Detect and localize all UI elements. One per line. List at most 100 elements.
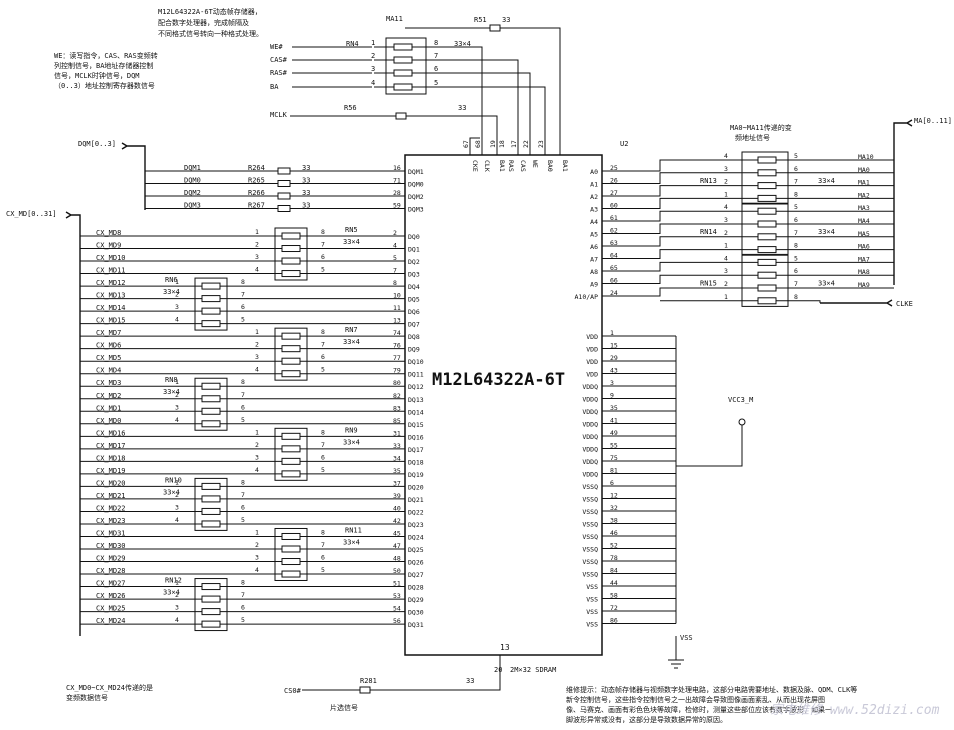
chip-left-pin-34: 54 — [393, 605, 401, 613]
cx-md-resistor-18 — [281, 457, 301, 465]
cx-md-net-2: CX_MD10 — [96, 254, 126, 262]
cx-md-resistor-21 — [201, 495, 221, 503]
chip-left-pin-29: 47 — [393, 542, 401, 550]
r56-label: R56 — [344, 104, 357, 112]
chip-left-pin-18: 83 — [393, 404, 401, 412]
chip-left-label-18: DQ14 — [408, 408, 424, 416]
cx-md-pin-a-1: 2 — [255, 241, 259, 249]
ma-wire-7 — [655, 249, 894, 259]
chip-left-label-5: DQ1 — [408, 246, 420, 254]
ma-pin-a-9: 3 — [724, 267, 728, 275]
rn5-value: 33×4 — [343, 238, 360, 246]
rn6-pack — [194, 277, 228, 331]
cx-md-pin-a-14: 3 — [175, 403, 179, 411]
ma-net-6: MA5 — [858, 230, 870, 238]
cx-md-resistor-20 — [201, 482, 221, 490]
rn10-pack — [194, 477, 228, 531]
dqm-res-value-2: 33 — [302, 189, 310, 197]
rn8-label: RN8 — [165, 376, 178, 384]
chip-left-pin-31: 50 — [393, 567, 401, 575]
chip-right-label-1: A1 — [590, 181, 598, 189]
chip-right-pin-6: 63 — [610, 239, 618, 247]
cx-md-net-20: CX_MD20 — [96, 479, 126, 487]
cx-md-pin-a-29: 2 — [175, 591, 179, 599]
chip-right-label-10: A10/AP — [575, 293, 599, 301]
clke-wire — [820, 299, 893, 307]
chip-right-pin-4: 61 — [610, 214, 618, 222]
cx-md-net-29: CX_MD26 — [96, 592, 126, 600]
chip-right-label-21: VDDQ — [582, 458, 598, 466]
chip-right-label-28: VSSQ — [582, 546, 598, 554]
rn7-value: 33×4 — [343, 338, 360, 346]
chip-left-pin-2: 28 — [393, 189, 401, 197]
chip-top-pin-3: 18 — [498, 140, 506, 148]
chip-right-pin-17: 35 — [610, 404, 618, 412]
cx-md-pin-a-8: 1 — [255, 328, 259, 336]
chip-right-label-15: VDDQ — [582, 383, 598, 391]
ma-resistor-4 — [757, 207, 777, 215]
ma-pin-b-1: 6 — [794, 165, 798, 173]
ma-pin-a-7: 1 — [724, 242, 728, 250]
rn4-element-2 — [393, 69, 413, 77]
chip-left-label-1: DQM0 — [408, 181, 424, 189]
cx-md-pin-b-2: 6 — [321, 253, 325, 261]
chip-left-label-4: DQ0 — [408, 233, 420, 241]
chip-left-pin-28: 45 — [393, 529, 401, 537]
ma-resistor-1 — [757, 169, 777, 177]
chip-right-label-14: VDD — [586, 371, 598, 379]
chip-left-label-24: DQ20 — [408, 483, 424, 491]
chip-right-pin-25: 32 — [610, 504, 618, 512]
chip-left-pin-7: 7 — [393, 267, 397, 275]
chip-left-label-0: DQM1 — [408, 168, 424, 176]
cx-md-resistor-8 — [281, 332, 301, 340]
chip-left-label-14: DQ10 — [408, 358, 424, 366]
rn9-pack — [274, 427, 308, 481]
chip-organization: 2M×32 SDRAM — [510, 666, 556, 674]
chip-left-label-13: DQ9 — [408, 346, 420, 354]
cx-md-pin-b-29: 7 — [241, 591, 245, 599]
cx-md-resistor-5 — [201, 295, 221, 303]
chip-right-pin-5: 62 — [610, 227, 618, 235]
chip-right-pin-19: 49 — [610, 429, 618, 437]
chip-right-pin-2: 27 — [610, 189, 618, 197]
chip-left-label-12: DQ8 — [408, 333, 420, 341]
ma-net-9: MA8 — [858, 268, 870, 276]
dqm-res-label-3: R267 — [248, 202, 265, 210]
ma-net-7: MA6 — [858, 243, 870, 251]
mclk-label: MCLK — [270, 111, 288, 119]
dqm-net-3: DQM3 — [184, 202, 201, 210]
cx-md-net-4: CX_MD12 — [96, 279, 126, 287]
ma-pin-b-9: 6 — [794, 267, 798, 275]
cx-md-resistor-9 — [281, 345, 301, 353]
rn10-value: 33×4 — [163, 488, 180, 496]
cx-md-resistor-29 — [201, 595, 221, 603]
watermark: 家电维修 www.52dizi.com — [770, 702, 940, 718]
cx-md-pin-a-4: 1 — [175, 278, 179, 286]
ground-symbol — [668, 636, 684, 669]
cx-md-pin-b-21: 7 — [241, 491, 245, 499]
chip-top-label-2: BA1 — [498, 160, 506, 172]
chip-right-label-34: VSS — [586, 621, 598, 629]
dqm-res-value-3: 33 — [302, 202, 310, 210]
ma-wire-0 — [655, 159, 894, 172]
chip-right-pin-29: 78 — [610, 554, 618, 562]
chip-right-label-26: VSSQ — [582, 521, 598, 529]
rn11-label: RN11 — [345, 526, 362, 534]
cx-md-net-25: CX_MD30 — [96, 542, 126, 550]
r281-value: 33 — [466, 677, 474, 685]
cx-md-net-0: CX_MD8 — [96, 229, 121, 237]
rn4-element-1 — [393, 56, 413, 64]
chip-right-label-22: VDDQ — [582, 471, 598, 479]
ctrl-wire-3 — [292, 86, 546, 155]
cx-md-pin-a-7: 4 — [175, 316, 179, 324]
chip-left-pin-30: 48 — [393, 555, 401, 563]
chip-right-pin-22: 81 — [610, 467, 618, 475]
r281-resistor — [359, 686, 371, 694]
ma-pin-b-0: 5 — [794, 152, 798, 160]
cx-md-resistor-1 — [281, 245, 301, 253]
repair-line-1: 维修提示：动态帧存储器与视频数字处理电路，这部分电路需要地址、数据及脉、QDM、… — [566, 685, 857, 694]
cx-md-resistor-25 — [281, 545, 301, 553]
cx-md-pin-b-16: 8 — [321, 428, 325, 436]
cx-md-pin-b-1: 7 — [321, 241, 325, 249]
chip-left-pin-11: 13 — [393, 317, 401, 325]
